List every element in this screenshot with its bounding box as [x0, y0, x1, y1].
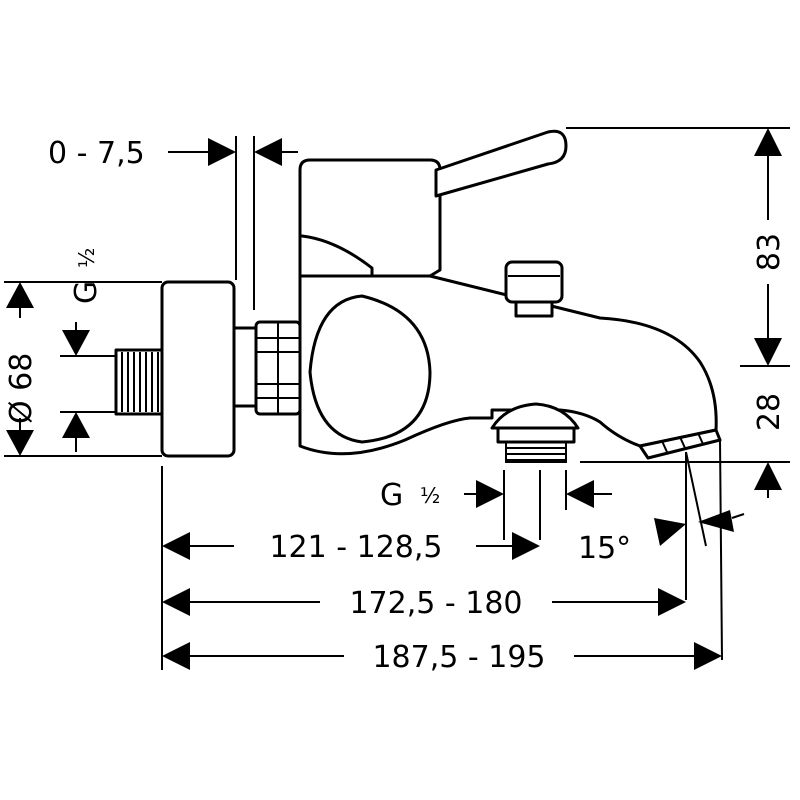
label-outlet-thread: G ½ [380, 478, 440, 513]
label-spout-angle: 15° [578, 531, 631, 566]
svg-text:½: ½ [420, 484, 440, 508]
lever-handle [434, 129, 568, 198]
dimension-lines [4, 127, 790, 670]
svg-text:G: G [69, 281, 104, 304]
mixer-cap [298, 158, 442, 278]
connector-stub [232, 326, 258, 408]
diverter-knob [504, 260, 564, 318]
label-eccentric-adjust: 0 - 7,5 [48, 136, 145, 171]
body-ring [308, 294, 432, 444]
label-width-spout: 172,5 - 180 [349, 586, 522, 621]
label-height-spout: 28 [752, 393, 787, 431]
cap-skirt [300, 234, 374, 278]
faucet [114, 129, 722, 463]
hex-nut [254, 320, 302, 416]
outlet-connector [490, 402, 580, 463]
label-width-total: 187,5 - 195 [372, 640, 545, 675]
svg-text:½: ½ [75, 248, 99, 268]
wall-rosette [160, 280, 236, 458]
svg-text:G: G [380, 478, 403, 513]
label-height-total: 83 [752, 233, 787, 271]
mixer-body [298, 274, 718, 456]
label-width-outlet: 121 - 128,5 [269, 530, 442, 565]
inlet-connector [114, 348, 164, 416]
label-inlet-thread: G ½ [69, 248, 104, 304]
label-diameter: Ø 68 [4, 353, 39, 424]
